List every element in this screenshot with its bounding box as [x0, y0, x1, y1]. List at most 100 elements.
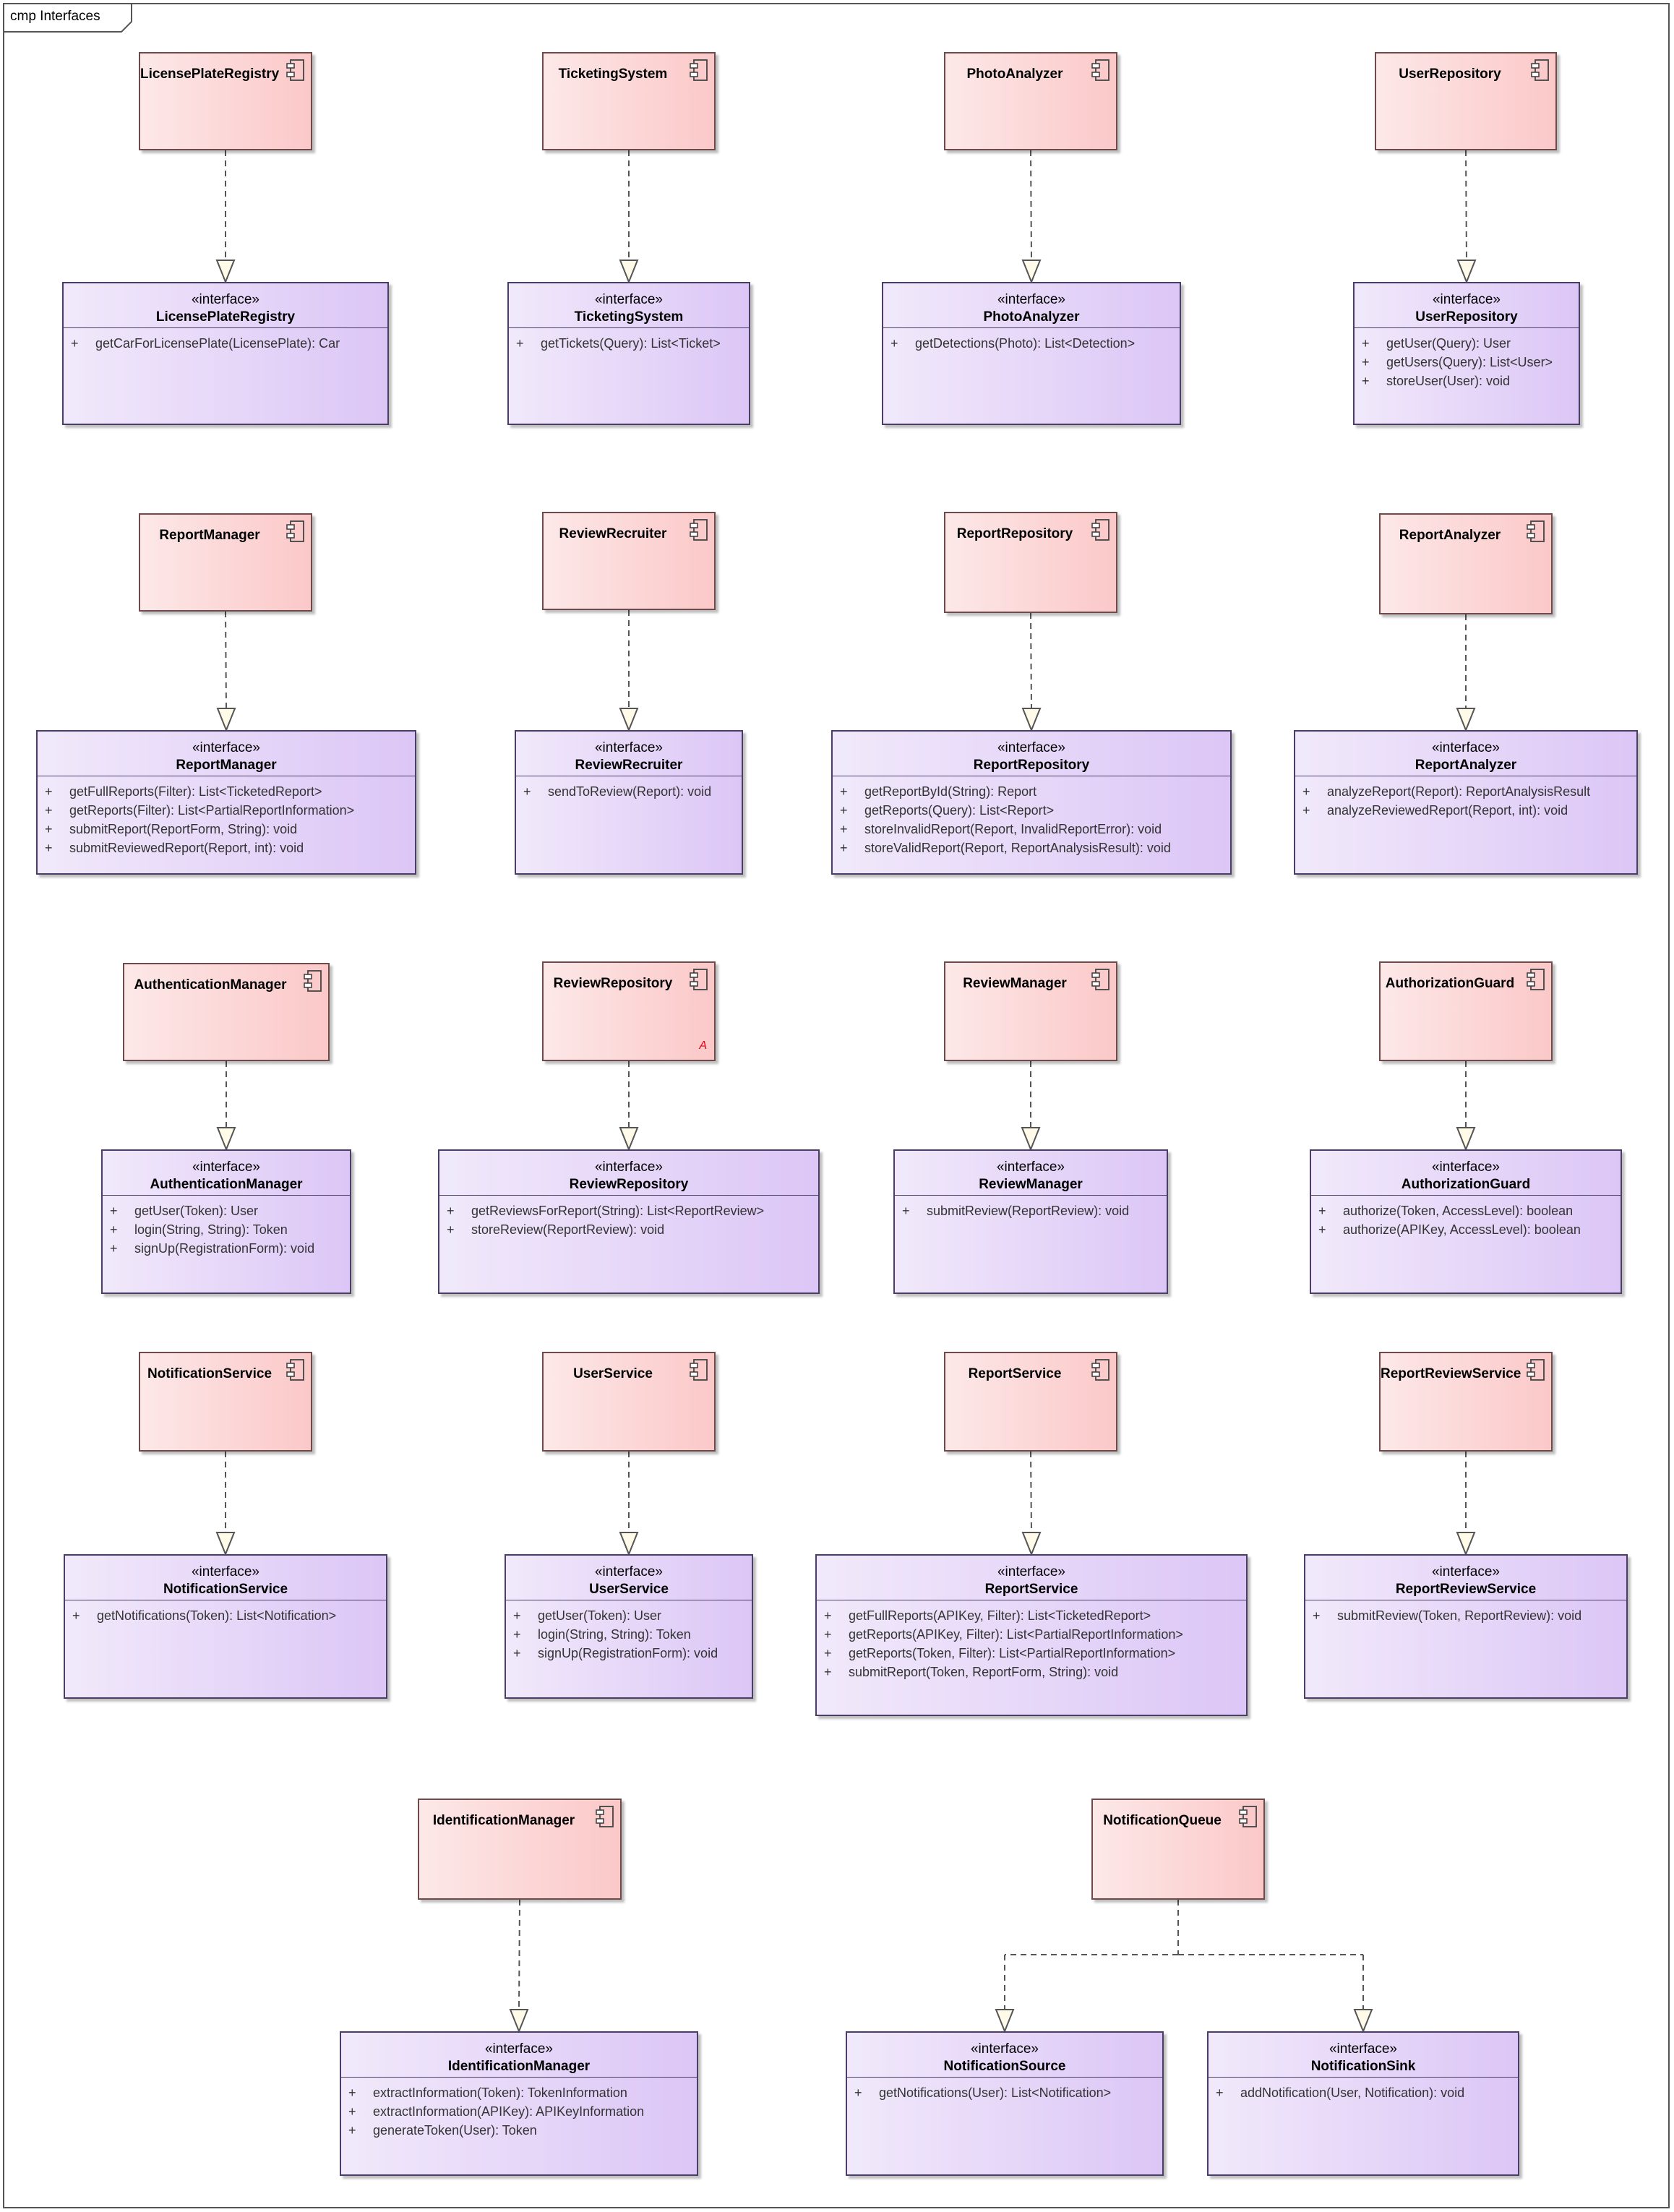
interface-reportreviewservice[interactable]: «interface»ReportReviewService+submitRev… [1304, 1554, 1628, 1699]
interface-photoanalyzer[interactable]: «interface»PhotoAnalyzer+getDetections(P… [882, 282, 1181, 425]
component-reportmanager[interactable]: ReportManager [139, 513, 312, 612]
component-licenseplateregistry[interactable]: LicensePlateRegistry [139, 52, 312, 150]
interface-name: NotificationSink [1310, 2059, 1416, 2074]
component-notificationservice[interactable]: NotificationService [139, 1352, 312, 1452]
interface-name: ReviewRepository [569, 1177, 689, 1192]
operation: +login(String, String): Token [103, 1220, 350, 1239]
operation-signature: storeInvalidReport(Report, InvalidReport… [864, 822, 1162, 836]
component-reportanalyzer[interactable]: ReportAnalyzer [1379, 513, 1553, 614]
operation-signature: getReports(Filter): List<PartialReportIn… [69, 803, 355, 818]
interface-header: «interface»NotificationSource [847, 2033, 1162, 2078]
component-userrepository[interactable]: UserRepository [1375, 52, 1557, 150]
interface-authorizationguard[interactable]: «interface»AuthorizationGuard+authorize(… [1310, 1149, 1622, 1294]
operation-list: + extractInformation(Token): TokenInforma… [341, 2078, 697, 2140]
interface-name: AuthenticationManager [150, 1177, 303, 1192]
interface-stereotype: «interface» [996, 1159, 1065, 1175]
component-authenticationmanager[interactable]: AuthenticationManager [123, 963, 330, 1061]
component-name: ReportReviewService [1381, 1366, 1521, 1381]
operation-signature: storeUser(User): void [1386, 374, 1511, 388]
interface-reviewrepository[interactable]: «interface»ReviewRepository +getReviewsFo… [438, 1149, 820, 1294]
operation-list: +getUser(Token): User+login(String, Stri… [506, 1600, 752, 1663]
interface-reviewmanager[interactable]: «interface»ReviewManager+submitReview(Re… [893, 1149, 1168, 1294]
interface-header: «interface»NotificationService [65, 1556, 386, 1600]
operation-signature: getDetections(Photo): List<Detection> [915, 336, 1136, 351]
interface-reportmanager[interactable]: «interface»ReportManager+getFullReports(… [36, 730, 416, 875]
component-notificationqueue[interactable]: NotificationQueue [1091, 1799, 1265, 1900]
interface-stereotype: «interface» [997, 292, 1065, 307]
operation: +getNotifications(Token): List<Notificat… [65, 1606, 386, 1625]
realization-line [1465, 150, 1467, 261]
interface-name: UserRepository [1415, 309, 1518, 325]
interface-userservice[interactable]: «interface»UserService+getUser(Token): U… [505, 1554, 753, 1699]
interface-notificationservice[interactable]: «interface»NotificationService +getNotifi… [64, 1554, 387, 1699]
operation-signature: getNotifications(User): List<Notificatio… [879, 2085, 1112, 2100]
operation-signature: getReports(APIKey, Filter): List<Partial… [849, 1627, 1183, 1642]
component-icon [1091, 519, 1109, 541]
operation: +submitReviewedReport(Report, int): void [38, 839, 415, 857]
component-icon [1527, 520, 1545, 542]
visibility-marker: + [1216, 2085, 1224, 2100]
component-reviewmanager[interactable]: ReviewManager [944, 961, 1117, 1061]
interface-name: TicketingSystem [574, 309, 684, 325]
interface-header: «interface»ReviewRepository [439, 1151, 818, 1196]
realization-arrowhead [619, 260, 639, 284]
operation: +signUp(RegistrationForm): void [103, 1239, 350, 1258]
component-name: PhotoAnalyzer [966, 67, 1063, 82]
interface-identificationmanager[interactable]: «interface»IdentificationManager+extract… [340, 2031, 698, 2176]
component-icon [1239, 1806, 1257, 1827]
operation-signature: getUser(Token): User [134, 1204, 259, 1218]
operation: +getReviewsForReport(String): List<Repor… [439, 1201, 818, 1220]
visibility-marker: + [348, 2085, 356, 2100]
operation: +sendToReview(Report): void [516, 782, 742, 801]
operation-signature: getReviewsForReport(String): List<Report… [471, 1204, 765, 1218]
component-identificationmanager[interactable]: IdentificationManager [418, 1799, 622, 1900]
interface-notificationsource[interactable]: «interface»NotificationSource+getNotific… [846, 2031, 1164, 2176]
visibility-marker: + [523, 784, 531, 799]
operation-signature: analyzeReport(Report): ReportAnalysisRes… [1327, 784, 1591, 799]
component-reportservice[interactable]: ReportService [944, 1352, 1117, 1452]
interface-reviewrecruiter[interactable]: «interface»ReviewRecruiter+sendToReview(… [515, 730, 743, 875]
interface-reportanalyzer[interactable]: «interface»ReportAnalyzer + analyzeReport(… [1294, 730, 1638, 875]
component-photoanalyzer[interactable]: PhotoAnalyzer [944, 52, 1117, 150]
interface-reportrepository[interactable]: «interface»ReportRepository+getReportByI… [831, 730, 1232, 875]
visibility-marker: + [1302, 784, 1310, 799]
interface-reportservice[interactable]: «interface»ReportService+getFullReports(… [815, 1554, 1248, 1716]
operation-list: +getCarForLicensePlate(LicensePlate): Ca… [64, 328, 387, 353]
operation-list: +getUser(Query): User+getUsers(Query): L… [1355, 328, 1579, 390]
visibility-marker: + [45, 822, 53, 836]
operation: +getReports(APIKey, Filter): List<Partia… [817, 1625, 1246, 1644]
operation: +getUser(Query): User [1355, 334, 1579, 353]
visibility-marker: + [513, 1646, 521, 1660]
interface-notificationsink[interactable]: «interface»NotificationSink+addNotificat… [1207, 2031, 1519, 2176]
interface-authenticationmanager[interactable]: «interface»AuthenticationManager+getUser… [101, 1149, 351, 1294]
visibility-marker: + [1313, 1608, 1321, 1623]
component-reportrepository[interactable]: ReportRepository [944, 512, 1117, 613]
component-userservice[interactable]: UserService [542, 1352, 716, 1452]
visibility-marker: + [902, 1204, 910, 1218]
operation: +storeInvalidReport(Report, InvalidRepor… [833, 820, 1230, 839]
operation-signature: getReportById(String): Report [864, 784, 1037, 799]
interface-ticketingsystem[interactable]: «interface»TicketingSystem+getTickets(Qu… [507, 282, 750, 425]
interface-licenseplateregistry[interactable]: «interface»LicensePlateRegistry +getCarFo… [62, 282, 389, 425]
component-authorizationguard[interactable]: AuthorizationGuard [1379, 961, 1553, 1061]
interface-header: «interface»ReportAnalyzer [1295, 732, 1636, 776]
operation: +getCarForLicensePlate(LicensePlate): Ca… [64, 334, 387, 353]
operation: +getReports(Token, Filter): List<Partial… [817, 1644, 1246, 1663]
operation-signature: getNotifications(Token): List<Notificati… [97, 1608, 337, 1623]
visibility-marker: + [110, 1222, 118, 1237]
visibility-marker: + [1362, 355, 1370, 369]
operation: +getUsers(Query): List<User> [1355, 353, 1579, 372]
operation-signature: extractInformation(Token): TokenInformat… [373, 2085, 627, 2100]
component-reviewrecruiter[interactable]: ReviewRecruiter [542, 512, 716, 610]
interface-header: «interface»LicensePlateRegistry [64, 283, 387, 328]
visibility-marker: + [1362, 374, 1370, 388]
interface-userrepository[interactable]: «interface»UserRepository+getUser(Query)… [1353, 282, 1580, 425]
component-name: ReviewRecruiter [559, 526, 667, 541]
component-ticketingsystem[interactable]: TicketingSystem [542, 52, 716, 150]
operation-list: + analyzeReport(Report): ReportAnalysisRe… [1295, 776, 1636, 820]
operation-signature: getUser(Token): User [538, 1608, 662, 1623]
component-reportreviewservice[interactable]: ReportReviewService [1379, 1352, 1553, 1452]
realization-arrowhead [1021, 708, 1042, 732]
visibility-marker: + [1362, 336, 1370, 351]
